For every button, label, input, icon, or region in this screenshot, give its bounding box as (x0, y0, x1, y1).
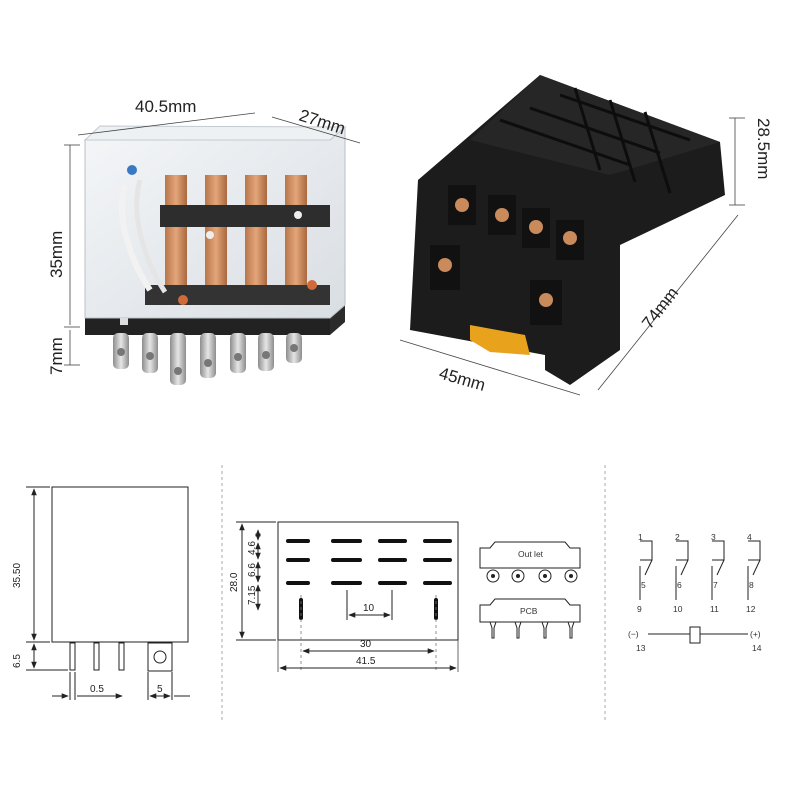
coil-minus-label: (−) (628, 629, 639, 639)
top-row2-label: 6.6 (247, 563, 258, 577)
socket-terminals (430, 185, 584, 325)
contact-4-label: 4 (747, 532, 752, 542)
relay-width-label: 40.5mm (135, 97, 196, 116)
relay-height-label: 35mm (47, 231, 66, 278)
contact-1-label: 1 (638, 532, 643, 542)
relay-photo (83, 125, 347, 385)
top-row3-label: 7.15 (247, 585, 258, 605)
socket-height-label: 28.5mm (754, 118, 773, 179)
socket-photo (410, 75, 725, 385)
contact-8-label: 8 (749, 580, 754, 590)
contact-5-label: 5 (641, 580, 646, 590)
top-depth-label: 28.0 (229, 572, 240, 592)
relay-pin-label: 7mm (47, 337, 66, 375)
contact-11-label: 11 (710, 604, 719, 614)
side-height-label: 35.50 (12, 563, 23, 588)
contact-7-label: 7 (713, 580, 718, 590)
socket-length-label: 74mm (638, 284, 682, 333)
side-pin-thickness-label: 0.5 (90, 684, 104, 695)
top-view-drawing: 28.0 4.6 6.6 7.15 10 30 41.5 (229, 521, 459, 672)
socket-width-label: 45mm (437, 364, 488, 395)
contact-9-label: 9 (637, 604, 642, 614)
side-pin-pitch-label: 5 (157, 684, 163, 695)
relay-pins (113, 333, 302, 385)
contact-12-label: 12 (746, 604, 756, 614)
coil-pin-14-label: 14 (752, 643, 762, 653)
top-row1-label: 4.6 (247, 541, 258, 555)
terminal-pcb: PCB (479, 598, 581, 639)
contact-schematic: 1 2 3 4 5 6 7 8 9 10 11 12 (−) (+) 13 14 (628, 532, 762, 653)
pcb-label: PCB (520, 606, 538, 616)
outlet-label: Out let (518, 549, 544, 559)
top-pin-span-label: 30 (360, 639, 372, 650)
relay-internals (118, 165, 330, 305)
terminal-outlet: Out let (479, 541, 581, 583)
contact-3-label: 3 (711, 532, 716, 542)
coil-pin-13-label: 13 (636, 643, 646, 653)
top-overall-label: 41.5 (356, 656, 376, 667)
side-view-drawing: 35.50 6.5 0.5 5 (12, 486, 190, 700)
coil-plus-label: (+) (750, 629, 761, 639)
contact-10-label: 10 (673, 604, 683, 614)
side-pin-length-label: 6.5 (12, 654, 23, 668)
top-pin-gap-label: 10 (363, 603, 375, 614)
contact-2-label: 2 (675, 532, 680, 542)
contact-6-label: 6 (677, 580, 682, 590)
